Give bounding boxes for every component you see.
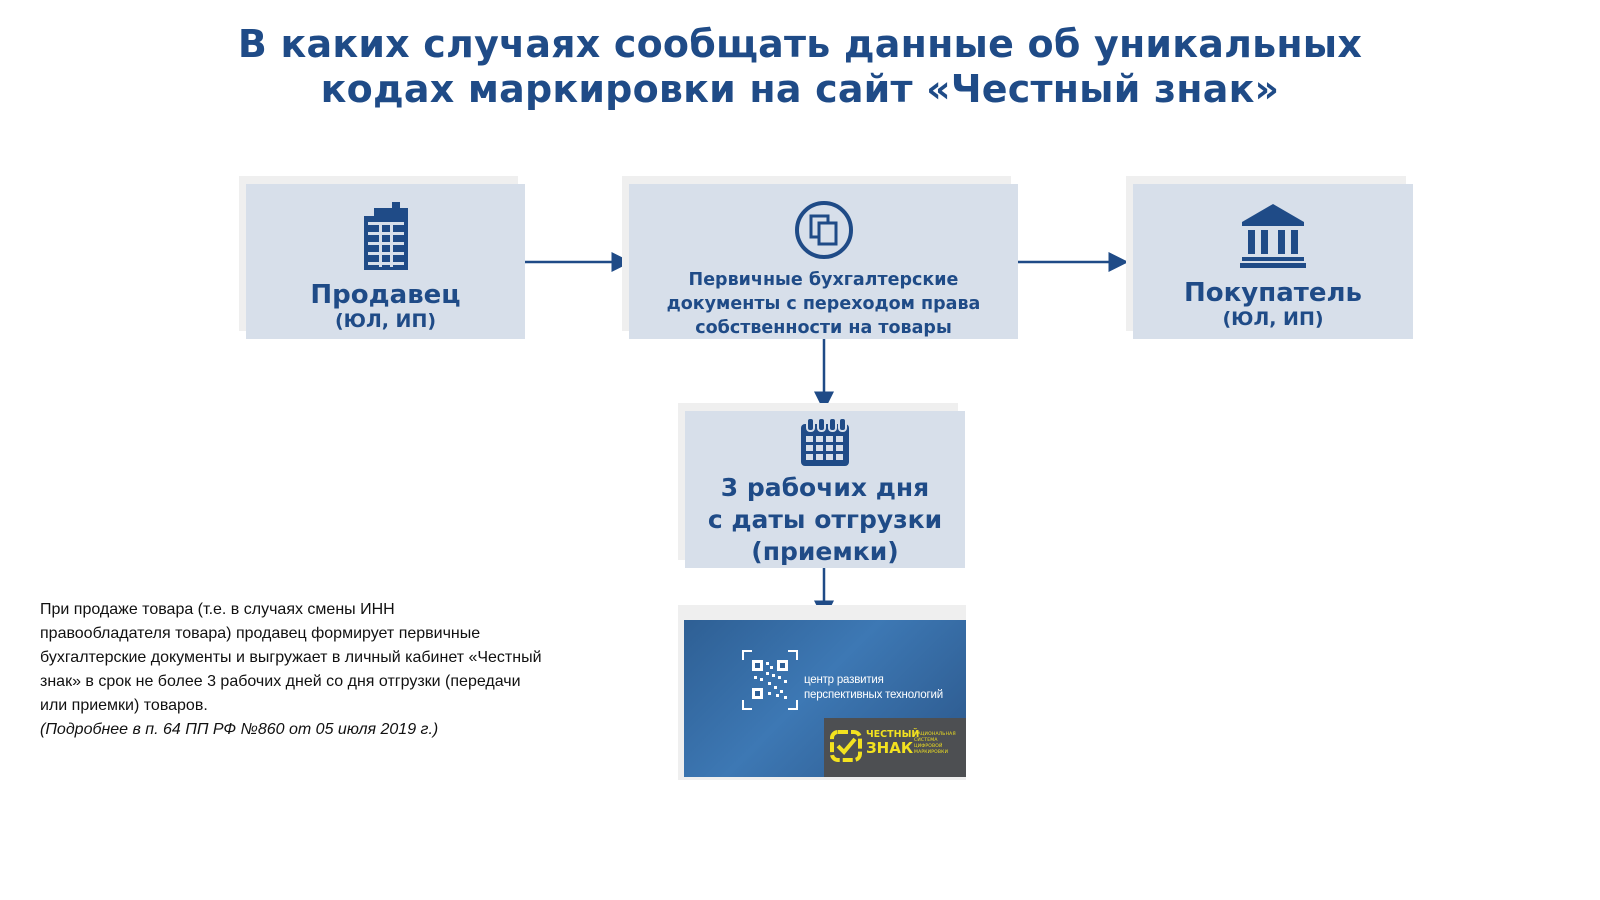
page-title: В каких случаях сообщать данные об уника… [0, 22, 1600, 112]
brand-line-1: ЧЕСТНЫЙ [866, 729, 920, 740]
buyer-node: Покупатель (ЮЛ, ИП) [1133, 184, 1413, 339]
documents-node: Первичные бухгалтерские документы с пере… [629, 184, 1018, 339]
qr-code-icon [742, 650, 798, 710]
title-line-1: В каких случаях сообщать данные об уника… [237, 22, 1363, 66]
documents-line-3: собственности на товары [695, 318, 952, 338]
documents-icon [794, 200, 854, 264]
explanation-note: При продаже товара (т.е. в случаях смены… [40, 598, 640, 742]
brand-line-2: ЗНАК [866, 739, 914, 757]
chestny-znak-check-icon [830, 730, 862, 762]
brand-small-2: СИСТЕМА ЦИФРОВОЙ [914, 738, 943, 749]
buyer-title: Покупатель [1184, 278, 1362, 308]
chestny-znak-panel: ЧЕСТНЫЙ ЗНАК НАЦИОНАЛЬНАЯ СИСТЕМА ЦИФРОВ… [824, 718, 966, 777]
seller-node: Продавец (ЮЛ, ИП) [246, 184, 525, 339]
seller-title: Продавец [310, 280, 461, 310]
documents-line-2: документы с переходом права [666, 294, 981, 314]
note-line-2: правообладателя товара) продавец формиру… [40, 625, 481, 642]
deadline-node: 3 рабочих дня с даты отгрузки (приемки) [685, 411, 965, 568]
buyer-subtitle: (ЮЛ, ИП) [1222, 308, 1324, 330]
deadline-line-3: (приемки) [751, 537, 899, 566]
title-line-2: кодах маркировки на сайт «Честный знак» [320, 67, 1280, 111]
deadline-line-1: 3 рабочих дня [720, 473, 930, 502]
note-line-3: бухгалтерские документы и выгружает в ли… [40, 649, 542, 666]
seller-subtitle: (ЮЛ, ИП) [334, 310, 437, 332]
brand-small-3: МАРКИРОВКИ [914, 750, 949, 755]
chestny-znak-logo-banner: центр развития перспективных технологий … [684, 620, 966, 777]
note-reference: (Подробнее в п. 64 ПП РФ №860 от 05 июля… [40, 721, 439, 738]
center-logo-text: центр развития перспективных технологий [804, 673, 943, 703]
note-line-5: или приемки) товаров. [40, 697, 208, 714]
brand-small-1: НАЦИОНАЛЬНАЯ [914, 732, 956, 737]
calendar-icon [799, 416, 851, 472]
center-logo-line-2: перспективных технологий [804, 689, 943, 701]
note-line-4: знак» в срок не более 3 рабочих дней со … [40, 673, 521, 690]
note-line-1: При продаже товара (т.е. в случаях смены… [40, 601, 395, 618]
documents-line-1: Первичные бухгалтерские [688, 270, 959, 290]
office-building-icon [362, 202, 410, 274]
deadline-line-2: с даты отгрузки [707, 505, 943, 534]
bank-building-icon [1240, 202, 1306, 272]
center-logo-line-1: центр развития [804, 674, 884, 686]
